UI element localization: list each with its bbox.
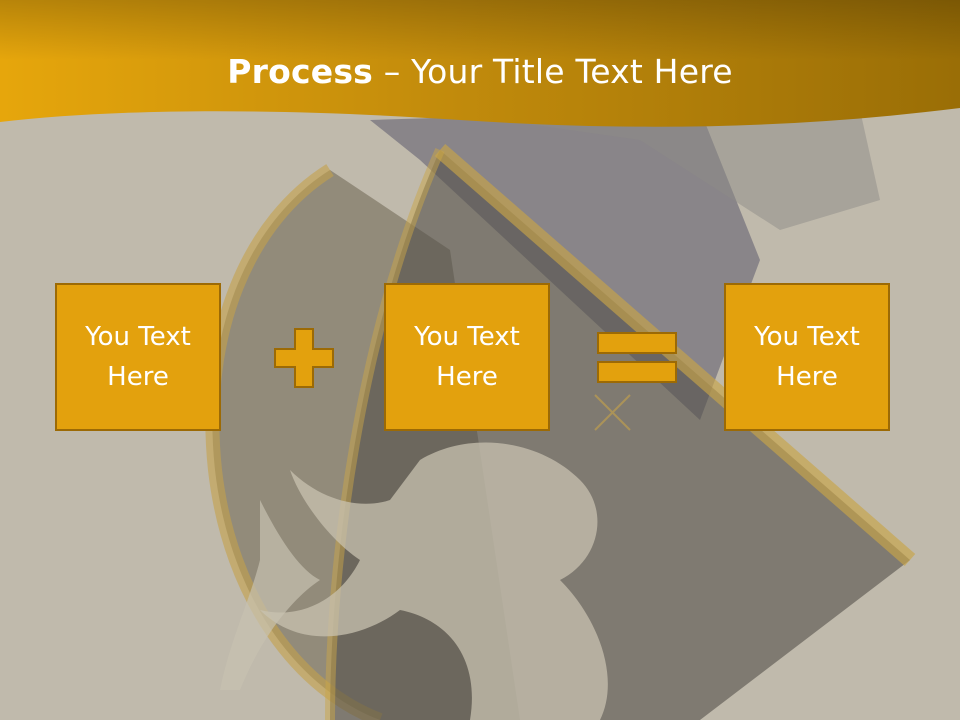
title-bold: Process [227,52,374,91]
step-box-3[interactable]: You Text Here [724,283,890,431]
step-box-3-text: You Text Here [754,322,860,392]
step-box-1[interactable]: You Text Here [55,283,221,431]
title-rest: – Your Title Text Here [373,52,733,91]
plus-icon [274,328,334,388]
step-box-2-text: You Text Here [414,322,520,392]
slide-title: Process – Your Title Text Here [0,52,960,91]
equals-icon [597,332,677,383]
title-banner [0,0,960,127]
step-box-2[interactable]: You Text Here [384,283,550,431]
step-box-1-text: You Text Here [85,322,191,392]
